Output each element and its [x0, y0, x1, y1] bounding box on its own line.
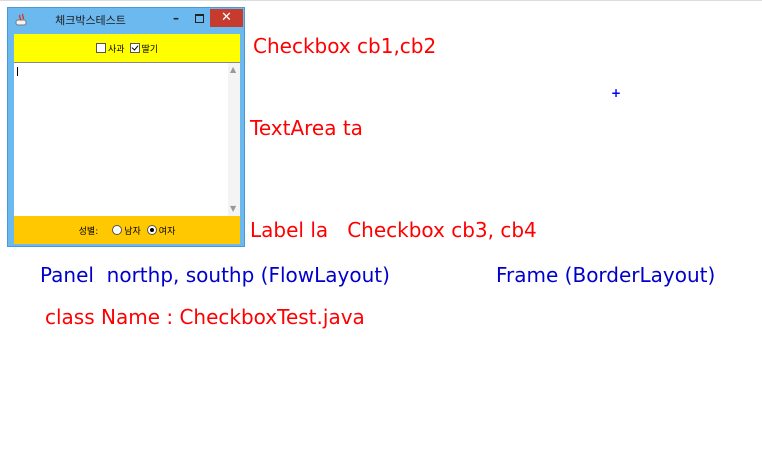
- checkbox-box[interactable]: [129, 43, 140, 53]
- radio-female[interactable]: 여자: [146, 224, 176, 237]
- north-panel: 사과 딸기: [14, 34, 240, 62]
- scroll-down-icon[interactable]: ▼: [230, 204, 237, 213]
- frame-content: 사과 딸기 ▲ ▼ 성별: 남자 여자: [14, 34, 240, 244]
- minimize-button[interactable]: –: [173, 11, 179, 25]
- title-bar[interactable]: 체크박스테스트 – ✕: [8, 8, 244, 32]
- radio-circle[interactable]: [112, 225, 123, 235]
- gender-label: 성별:: [78, 226, 99, 237]
- annotation-label-checkbox-south: Label la Checkbox cb3, cb4: [250, 218, 537, 242]
- south-panel: 성별: 남자 여자: [14, 216, 240, 244]
- maximize-icon: [195, 14, 204, 23]
- annotation-frame: Frame (BorderLayout): [496, 263, 716, 287]
- radio-label: 남자: [124, 226, 141, 237]
- checkbox-label: 딸기: [141, 44, 159, 55]
- checkbox-strawberry[interactable]: 딸기: [129, 42, 159, 55]
- annotation-textarea: TextArea ta: [250, 116, 363, 140]
- close-button[interactable]: ✕: [210, 9, 243, 27]
- checkbox-apple[interactable]: 사과: [95, 42, 125, 55]
- annotation-panel: Panel northp, southp (FlowLayout): [40, 263, 390, 287]
- vertical-scrollbar[interactable]: ▲ ▼: [228, 63, 240, 216]
- checkbox-test-window: 체크박스테스트 – ✕ 사과 딸기 ▲ ▼ 성별:: [7, 7, 245, 247]
- annotation-class-name: class Name : CheckboxTest.java: [45, 305, 365, 329]
- maximize-button[interactable]: [188, 10, 210, 28]
- java-app-icon: [15, 13, 27, 26]
- checkbox-label: 사과: [107, 44, 125, 55]
- radio-circle[interactable]: [146, 225, 157, 235]
- text-caret: [17, 67, 18, 76]
- cross-mark: +: [611, 86, 622, 100]
- radio-male[interactable]: 남자: [112, 224, 141, 237]
- window-title: 체크박스테스트: [55, 14, 126, 27]
- top-divider: [0, 0, 762, 1]
- checkbox-box[interactable]: [95, 43, 106, 53]
- scroll-up-icon[interactable]: ▲: [230, 65, 237, 74]
- text-area[interactable]: ▲ ▼: [14, 62, 240, 216]
- radio-label: 여자: [158, 226, 176, 237]
- annotation-checkbox-north: Checkbox cb1,cb2: [253, 34, 437, 58]
